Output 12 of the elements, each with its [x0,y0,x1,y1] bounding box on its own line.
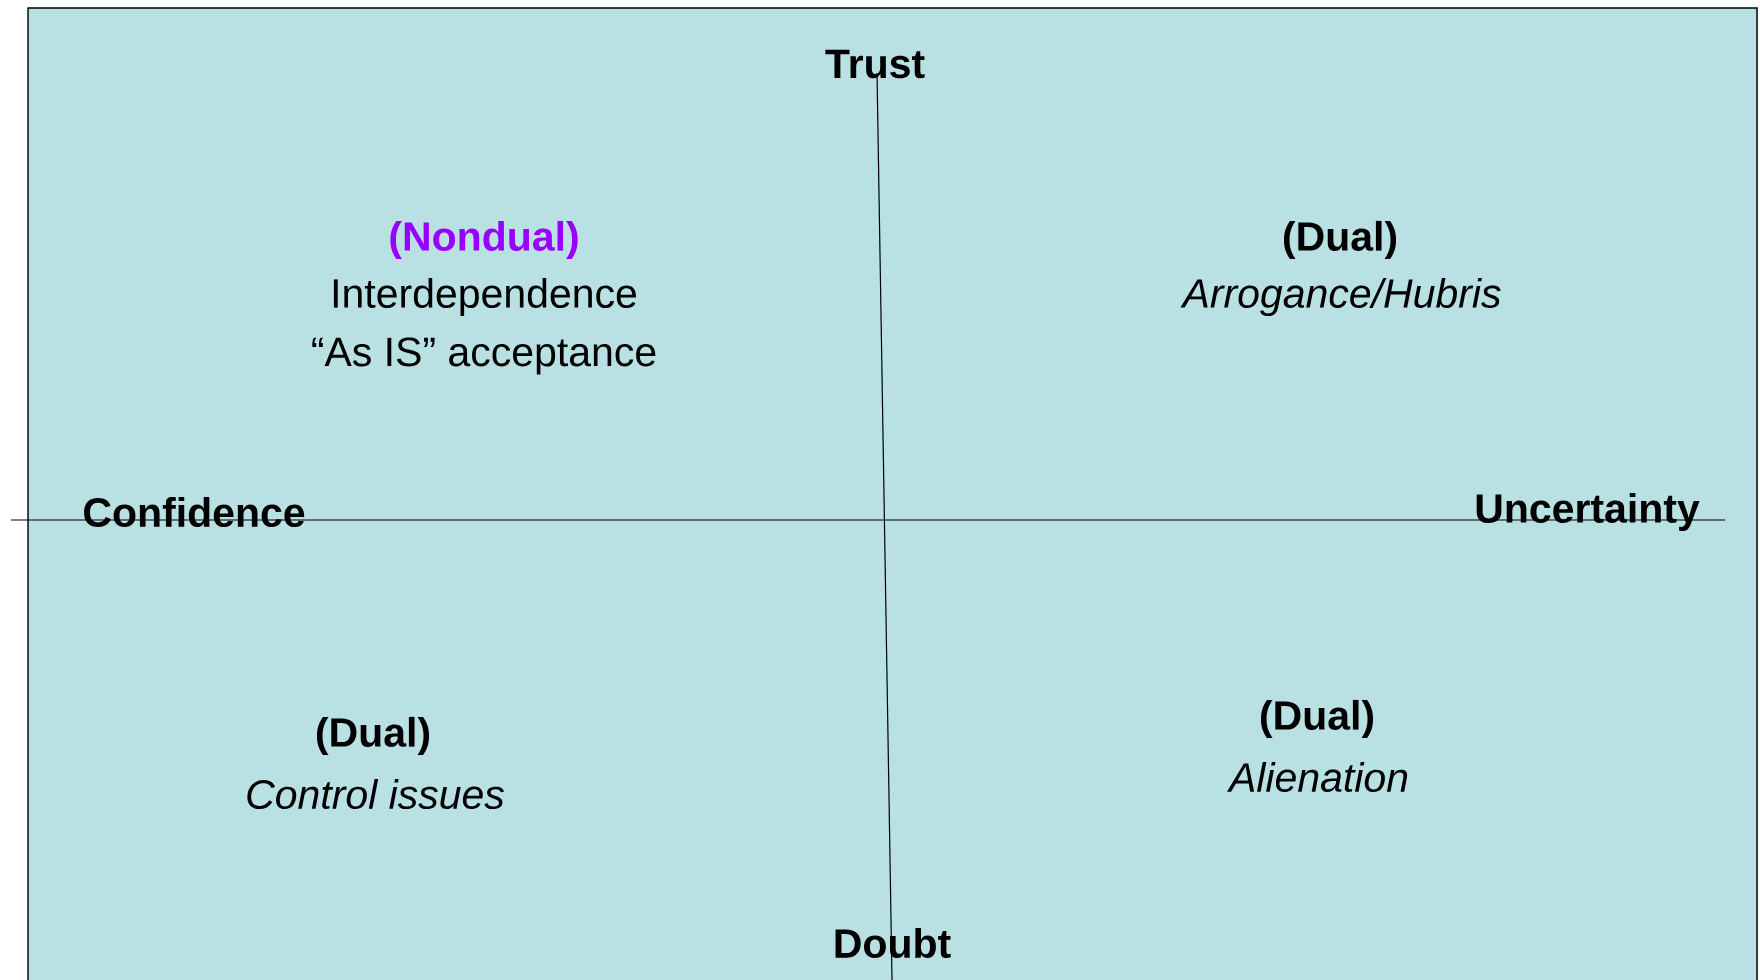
quadrant-heading: (Dual) [1284,220,1397,260]
axis-label: Uncertainty [1476,492,1700,532]
quadrant-text: “As IS” acceptance [312,337,656,375]
quadrant-text: Alienation [1226,761,1408,793]
quadrant-heading: (Nondual) [390,220,578,260]
quadrant-text: Interdependence [333,277,636,317]
axis-label: Trust [825,49,925,79]
quadrant-heading: (Dual) [1261,699,1374,739]
quadrant-heading: (Dual) [316,716,430,756]
axis-label: Confidence [84,496,305,528]
quadrant-text: Control issues [247,778,504,810]
quadrant-text: Arrogance/Hubris [1180,277,1501,317]
